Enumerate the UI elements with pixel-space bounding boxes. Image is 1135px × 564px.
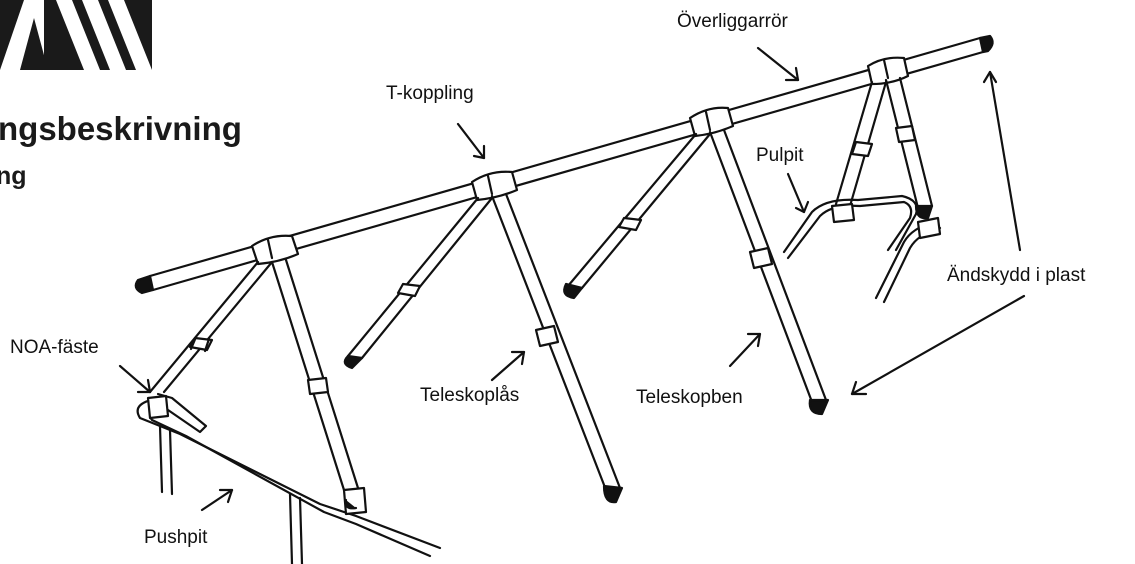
arrow-teleskoplas <box>490 350 526 382</box>
brand-logo <box>0 0 152 70</box>
arrow-teleskopben <box>728 332 762 368</box>
t-coupling-2 <box>470 170 519 202</box>
leg-2-rear <box>490 192 624 504</box>
label-t-koppling: T-koppling <box>386 83 474 104</box>
end-cap-right <box>978 34 994 54</box>
label-pulpit: Pulpit <box>756 145 804 166</box>
arrow-andskydd-top <box>982 70 1022 252</box>
arrow-pulpit <box>786 172 810 214</box>
arrow-noa-faste <box>118 364 152 394</box>
pulpit-rail <box>782 194 942 304</box>
t-coupling-1 <box>250 234 300 266</box>
pushpit-rail <box>136 392 442 564</box>
label-noa-faste: NOA-fäste <box>10 337 99 358</box>
label-teleskoplas: Teleskoplås <box>420 385 520 406</box>
t-coupling-3 <box>688 106 735 138</box>
t-coupling-4 <box>866 56 910 86</box>
label-pushpit: Pushpit <box>144 527 208 548</box>
arrow-pushpit <box>200 488 234 512</box>
leg-3-front <box>563 132 712 300</box>
arrow-overliggarror <box>756 46 800 82</box>
leg-4-front <box>834 80 888 208</box>
leg-1-front <box>148 260 274 394</box>
page-subtitle: ng <box>0 162 27 190</box>
arrow-t-koppling <box>456 122 486 160</box>
leg-3-rear <box>708 128 830 416</box>
leg-1-rear <box>270 258 360 492</box>
leg-2-front <box>343 196 494 370</box>
label-andskydd: Ändskydd i plast <box>947 265 1086 286</box>
page-title: ngsbeskrivning <box>0 110 242 147</box>
end-cap-left <box>134 274 155 295</box>
label-overliggarror: Överliggarrör <box>677 11 788 32</box>
label-teleskopben: Teleskopben <box>636 387 743 408</box>
arrow-andskydd-bottom <box>850 294 1026 396</box>
